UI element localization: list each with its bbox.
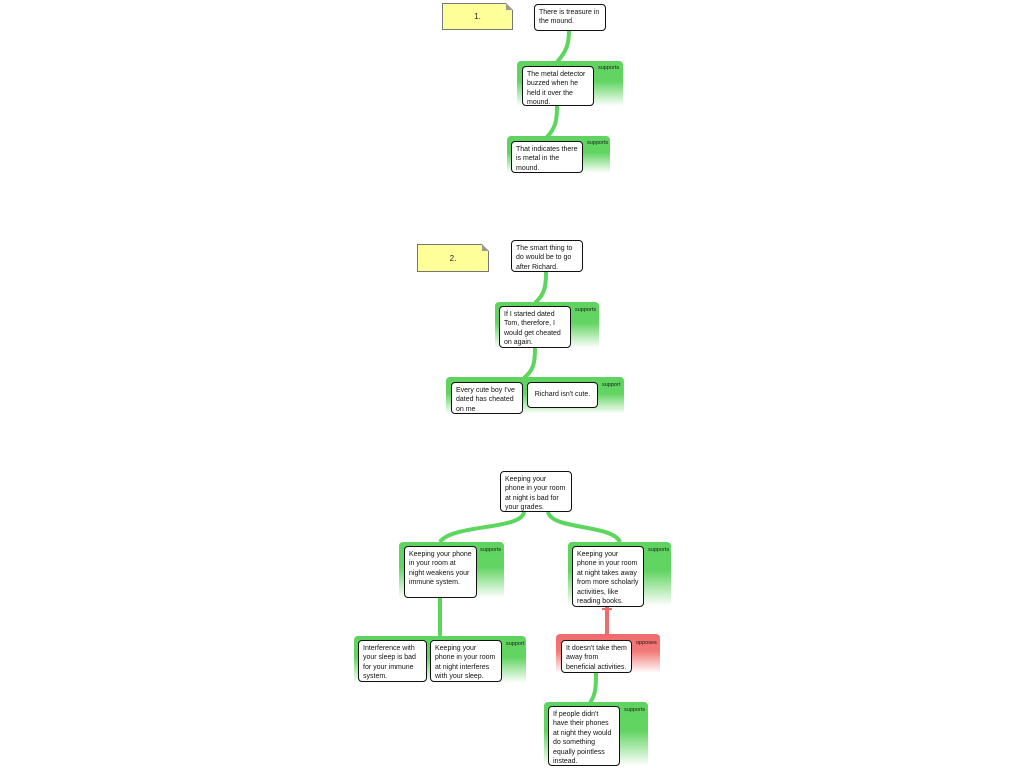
connector [438, 511, 526, 544]
connector [533, 271, 548, 305]
map-number-note[interactable]: 1. [442, 3, 513, 30]
relation-tag: supports [587, 140, 609, 146]
map-number: 2. [449, 253, 457, 263]
relation-tag: opposes [636, 640, 657, 646]
relation-tag: supports [648, 547, 670, 553]
map-number: 1. [474, 12, 481, 21]
connector [522, 347, 537, 380]
connector [555, 29, 571, 64]
relation-tag: supports [575, 307, 597, 313]
relation-tag: supports [598, 65, 620, 71]
premise-box[interactable]: Interference with your sleep is bad for … [358, 640, 427, 682]
connector [588, 672, 598, 705]
map-number-note[interactable]: 2. [417, 244, 489, 272]
connector [546, 511, 622, 544]
premise-box[interactable]: Richard isn't cute. [527, 382, 598, 408]
reason-box[interactable]: If people didn't have their phones at ni… [548, 706, 620, 766]
relation-tag: support [506, 641, 525, 647]
reason-box[interactable]: Keeping your phone in your room at night… [572, 546, 644, 607]
main-claim[interactable]: The smart thing to do would be to go aft… [511, 240, 583, 272]
main-claim[interactable]: Keeping your phone in your room at night… [500, 471, 572, 512]
premise-box[interactable]: Keeping your phone in your room at night… [430, 640, 502, 682]
connector [544, 105, 559, 140]
reason-box[interactable]: If I started dated Tom, therefore, I wou… [499, 306, 571, 348]
relation-tag: supports [480, 547, 502, 553]
reason-box[interactable]: Keeping your phone in your room at night… [404, 546, 477, 598]
reason-box[interactable]: The metal detector buzzed when he held i… [522, 66, 594, 106]
objection-box[interactable]: It doesn't take them away from beneficia… [561, 640, 632, 673]
reason-box[interactable]: That indicates there is metal in the mou… [511, 141, 583, 173]
relation-tag: support [602, 382, 621, 388]
main-claim[interactable]: There is treasure in the mound. [534, 4, 606, 31]
relation-tag: supports [624, 707, 646, 713]
premise-box[interactable]: Every cute boy I've dated has cheated on… [451, 382, 523, 414]
